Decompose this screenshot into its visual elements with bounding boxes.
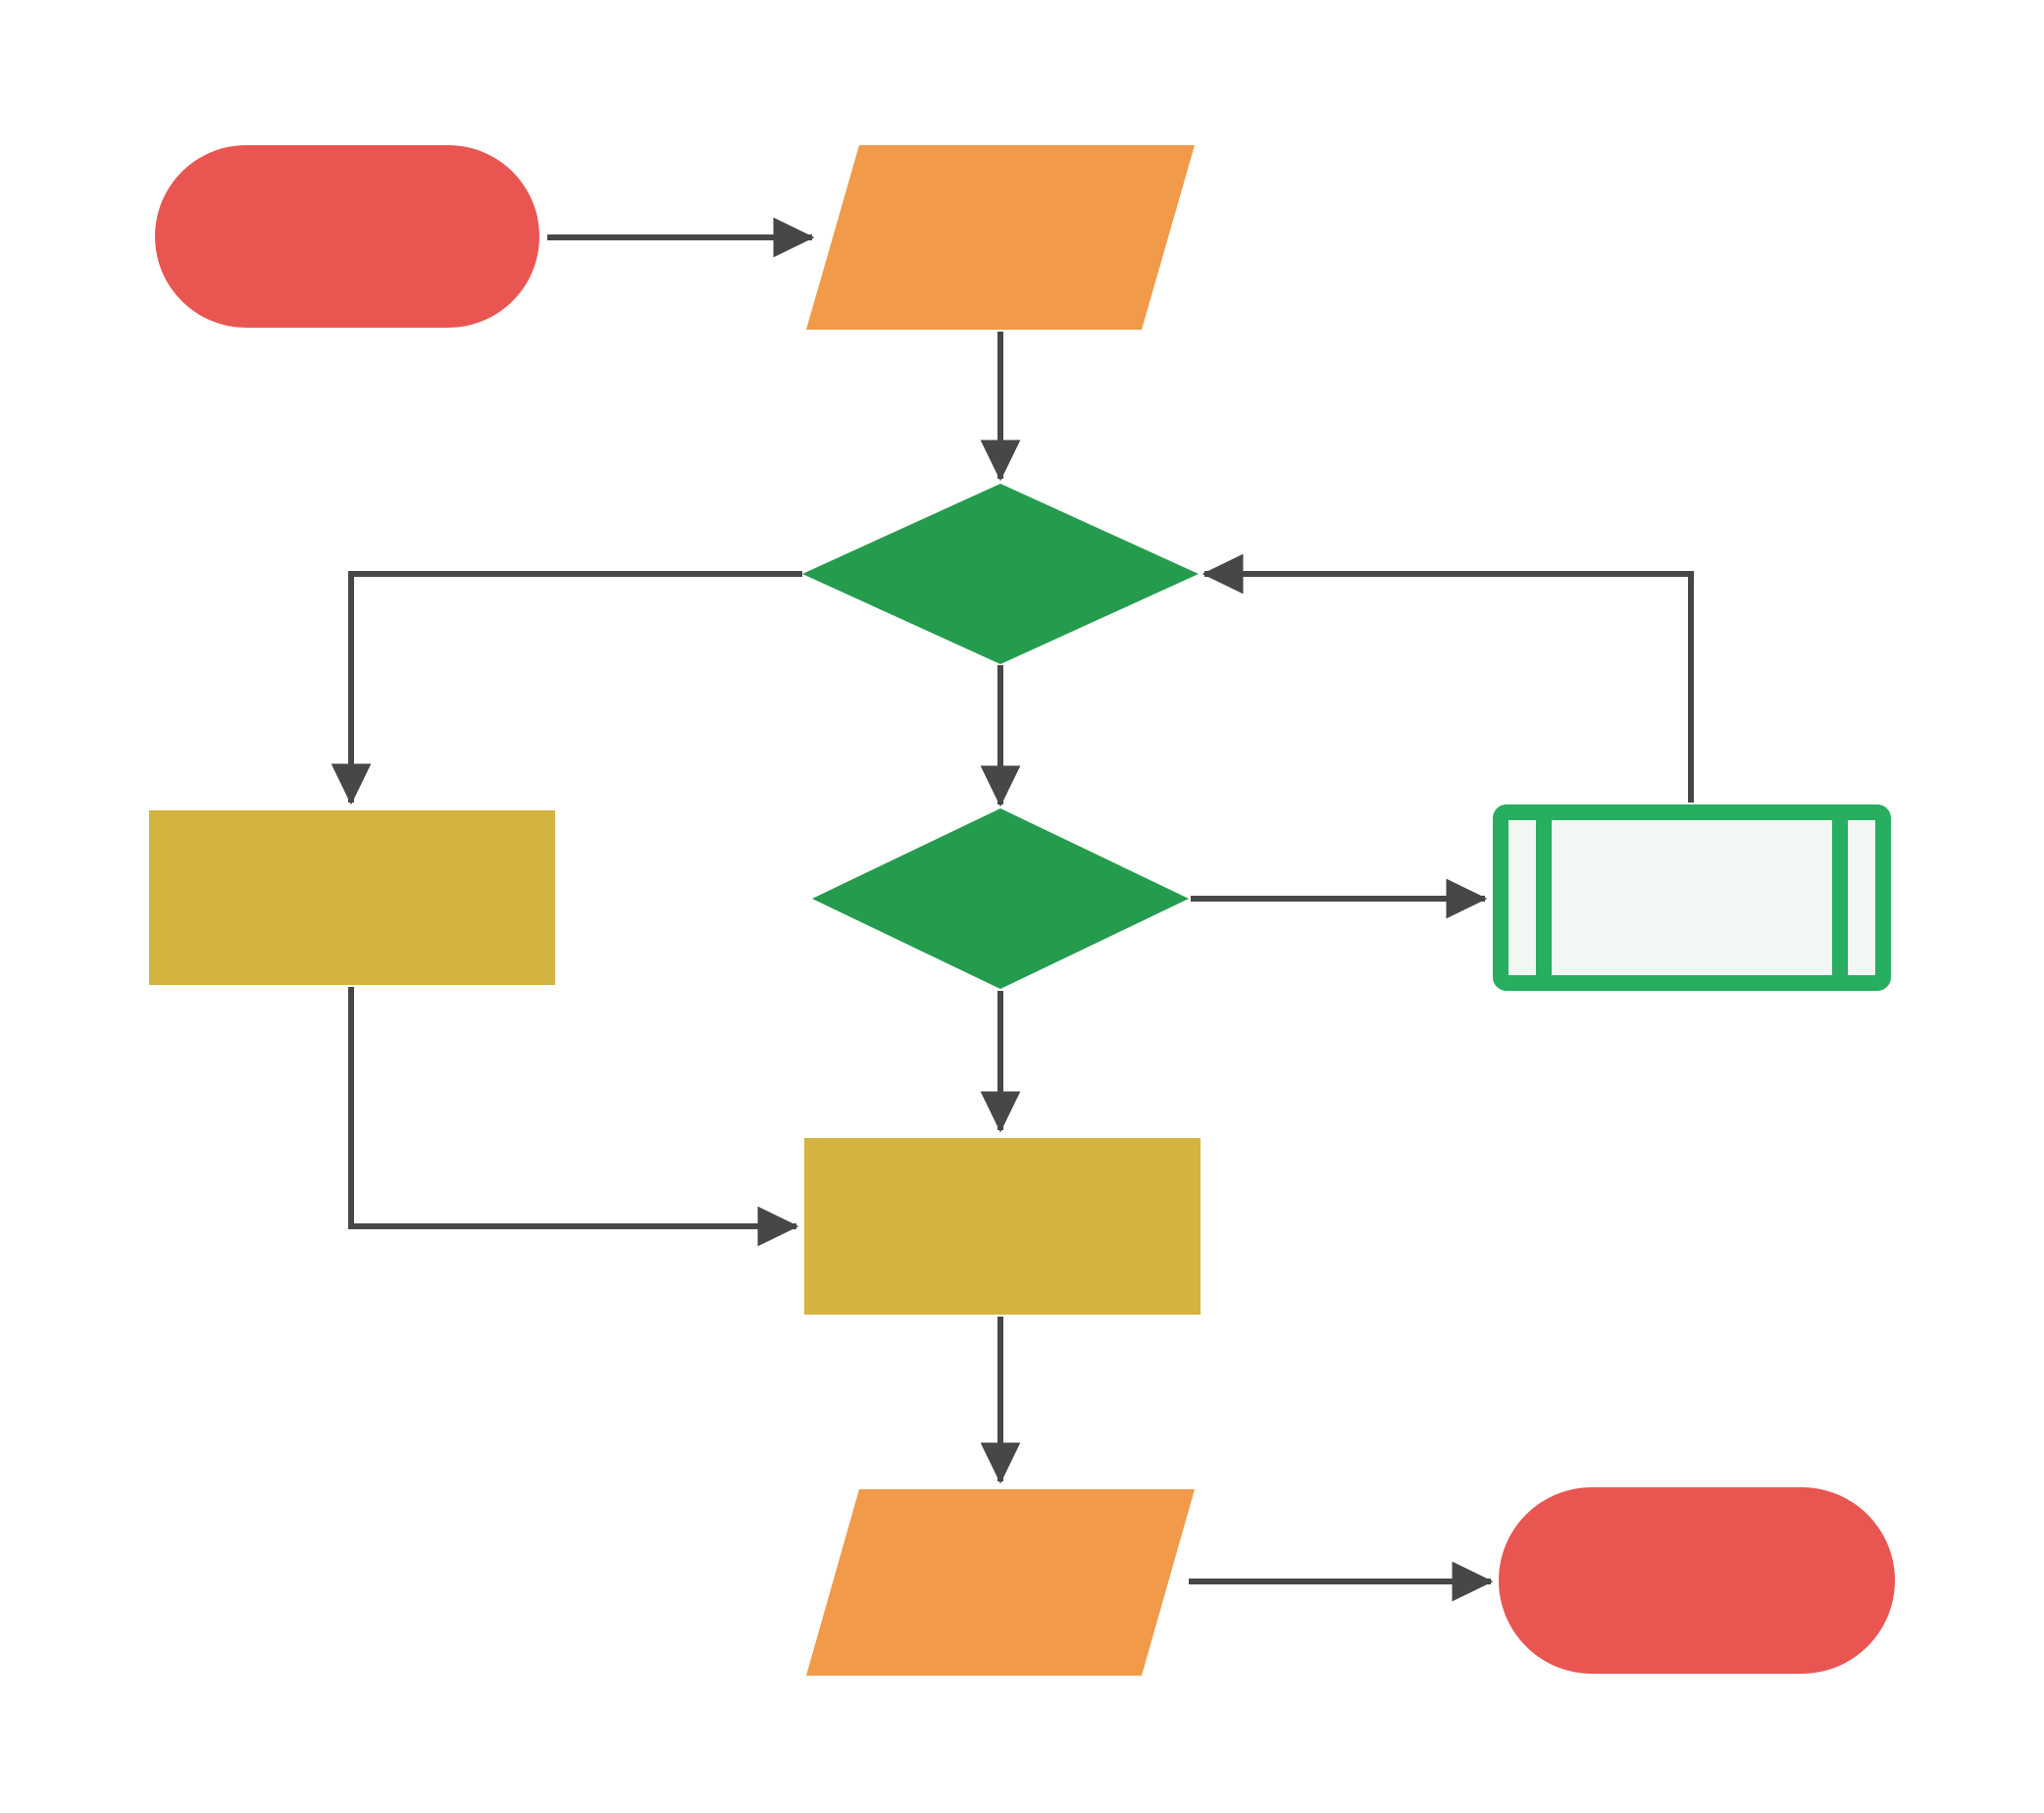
node-start[interactable] bbox=[155, 145, 539, 328]
node-subroutine[interactable] bbox=[1493, 804, 1891, 991]
connector-decision-1-to-process-left bbox=[331, 571, 802, 805]
node-process-left[interactable] bbox=[149, 810, 555, 985]
node-end[interactable] bbox=[1499, 1487, 1895, 1674]
connector-process-left-to-process-center bbox=[348, 987, 799, 1247]
nodes-layer bbox=[149, 145, 1895, 1676]
node-process-center[interactable] bbox=[804, 1138, 1201, 1315]
node-decision-2[interactable] bbox=[812, 808, 1189, 989]
connector-subroutine-to-decision-1 bbox=[1201, 553, 1694, 803]
node-output[interactable] bbox=[806, 1489, 1195, 1676]
subroutine-body bbox=[1493, 804, 1891, 991]
node-decision-1[interactable] bbox=[802, 484, 1199, 664]
edges-layer bbox=[331, 217, 1694, 1602]
node-input[interactable] bbox=[806, 145, 1195, 330]
